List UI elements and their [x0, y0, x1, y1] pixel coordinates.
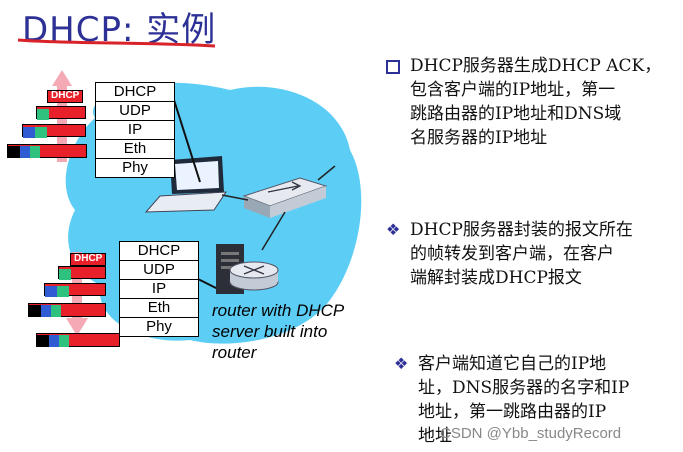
router-caption-line: router: [212, 343, 257, 362]
bullet-line: 跳路由器的IP地址和DNS域: [410, 104, 622, 124]
upper-packet-3: [22, 124, 86, 138]
stack-layer-dhcp: DHCP: [120, 242, 198, 261]
bullet-dhcp-ack: DHCP服务器生成DHCP ACK， 包含客户端的IP地址，第一 跳路由器的IP…: [386, 54, 680, 150]
stack-layer-ip: IP: [120, 280, 198, 299]
upper-packet-1: [47, 90, 83, 103]
bullet-line: 端解封装成DHCP报文: [410, 268, 582, 288]
bullet-line: 地址，第一跳路由器的IP: [418, 402, 607, 422]
link-laptop-switch: [221, 194, 249, 201]
upper-packet-4: [7, 144, 87, 158]
diamond-bullet-icon: ❖: [394, 354, 409, 373]
lower-protocol-stack: DHCP UDP IP Eth Phy: [119, 241, 199, 337]
lower-packet-2: [58, 266, 106, 280]
switch-icon: [242, 177, 328, 218]
stack-layer-udp: UDP: [120, 261, 198, 280]
stack-layer-udp: UDP: [96, 102, 174, 121]
bullet-line: 地址: [418, 426, 452, 446]
watermark: CSDN @Ybb_studyRecord: [440, 425, 622, 442]
bullet-line: 的帧转发到客户端，在客户: [410, 244, 614, 264]
upper-packet-label: DHCP: [51, 90, 80, 101]
stack-layer-dhcp: DHCP: [96, 83, 174, 102]
square-bullet-icon: [386, 60, 400, 74]
upper-packet-2: [36, 106, 86, 120]
router-caption-line: router with DHCP: [212, 301, 345, 320]
lower-packet-3: [44, 283, 106, 297]
stack-layer-eth: Eth: [120, 299, 198, 318]
dhcp-server-router-icon: [216, 244, 279, 294]
bullet-line: 客户端知道它自己的IP地: [418, 354, 607, 374]
upper-stack-pointer: [173, 99, 201, 183]
stack-layer-eth: Eth: [96, 140, 174, 159]
bullet-line: DHCP服务器封装的报文所在: [410, 220, 633, 240]
diamond-bullet-icon: ❖: [386, 220, 401, 239]
lower-packet-1: [70, 253, 106, 266]
bullet-line: 名服务器的IP地址: [410, 128, 548, 148]
stack-layer-phy: Phy: [122, 159, 148, 176]
bullet-line: DHCP服务器生成DHCP ACK，: [410, 56, 662, 76]
router-caption-line: server built into: [212, 322, 328, 341]
stack-layer-phy: Phy: [146, 318, 172, 335]
stack-layer-ip: IP: [96, 121, 174, 140]
upper-protocol-stack: DHCP UDP IP Eth Phy: [95, 82, 175, 178]
bullet-client-knows: ❖ 客户端知道它自己的IP地 址，DNS服务器的名字和IP 地址，第一跳路由器的…: [394, 352, 680, 448]
link-server-switch: [261, 211, 286, 251]
bullet-line: 包含客户端的IP地址，第一: [410, 80, 616, 100]
link-switch-outside: [317, 165, 336, 181]
lower-packet-label: DHCP: [74, 253, 103, 264]
router-caption: router with DHCP server built into route…: [212, 300, 344, 363]
bullet-forward-frame: ❖ DHCP服务器封装的报文所在 的帧转发到客户端，在客户 端解封装成DHCP报…: [386, 218, 680, 290]
lower-packet-4: [28, 303, 106, 317]
title-underline: [17, 38, 216, 48]
lower-packet-5: [36, 333, 120, 347]
bullet-line: 址，DNS服务器的名字和IP: [418, 378, 630, 398]
